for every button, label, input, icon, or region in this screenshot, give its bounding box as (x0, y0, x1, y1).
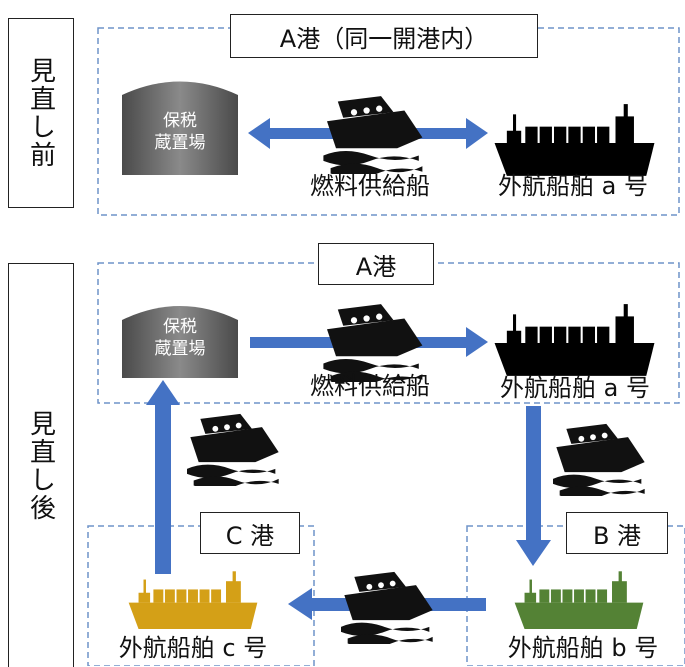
cargo-ship-icon (514, 571, 644, 630)
arrow-c-to-a (146, 380, 180, 574)
vessel-a-label: 外航船舶 a 号 (498, 172, 648, 200)
warehouse-label: 保税 蔵置場 (154, 111, 206, 153)
warehouse-tank-icon (122, 81, 238, 175)
ferry-ship-icon (553, 423, 645, 496)
vessel-a-label: 外航船舶 a 号 (500, 374, 650, 402)
before-side-label: 見直し前 (8, 18, 74, 208)
ferry-ship-icon (341, 571, 433, 644)
port-b-boundary (466, 525, 685, 666)
fuel-ship-label: 燃料供給船 (310, 172, 430, 200)
port-a-title: A港 (318, 243, 434, 285)
arrow-a-to-b (516, 406, 551, 566)
double-arrow (248, 118, 488, 149)
cargo-ship-icon (128, 571, 258, 630)
warehouse-tank-icon (122, 306, 238, 378)
arrow-warehouse-to-vessel-a (250, 327, 488, 357)
arrow-b-to-c (288, 588, 486, 620)
vessel-b-label: 外航船舶 b 号 (507, 634, 659, 662)
ferry-ship-icon (187, 413, 279, 486)
port-b-title: B 港 (566, 512, 668, 554)
port-c-title: C 港 (200, 512, 300, 554)
after-side-label: 見直し後 (8, 263, 74, 667)
cargo-ship-icon (494, 304, 655, 376)
before-port-title: A港（同一開港内） (230, 14, 538, 58)
warehouse-label: 保税 蔵置場 (154, 317, 206, 359)
vessel-c-label: 外航船舶 c 号 (118, 634, 268, 662)
fuel-ship-label: 燃料供給船 (310, 372, 430, 400)
